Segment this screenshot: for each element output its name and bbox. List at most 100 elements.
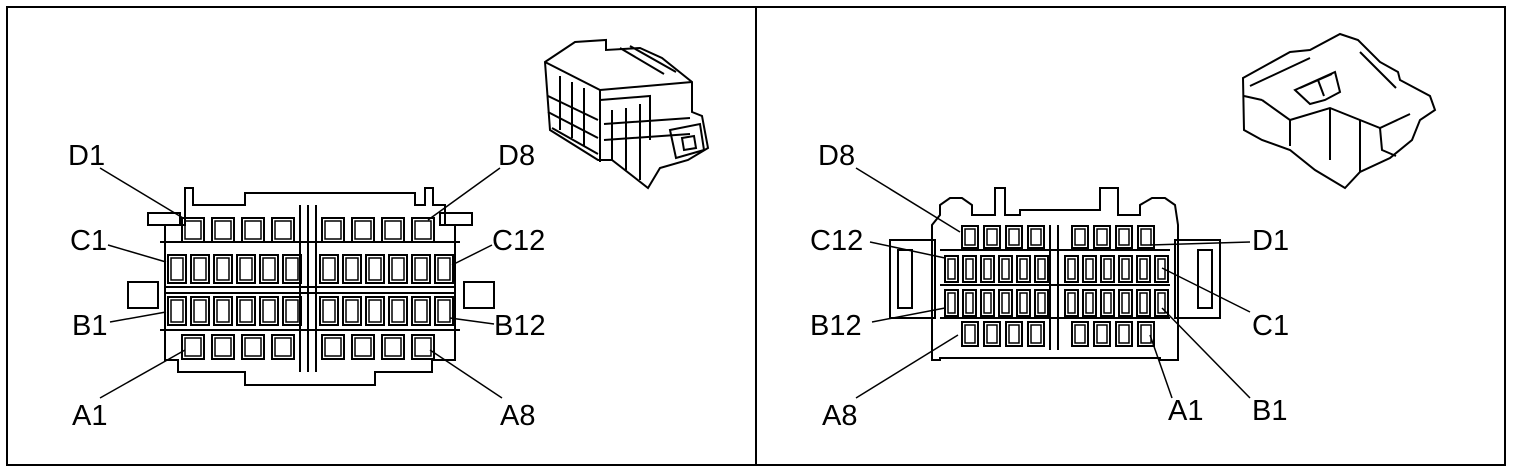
terminal-cavity-inner xyxy=(947,292,956,314)
terminal-cavity xyxy=(434,296,454,326)
terminal-cavity-inner xyxy=(437,257,451,281)
terminal-cavity xyxy=(1115,321,1133,347)
left-panel: D1 D8 C1 C12 B1 B12 A1 A8 xyxy=(68,38,710,432)
terminal-cavity xyxy=(282,296,302,326)
terminal-cavity xyxy=(411,334,435,360)
terminal-cavity xyxy=(1118,255,1133,283)
terminal-cavity xyxy=(961,321,979,347)
terminal-cavity xyxy=(342,254,362,284)
terminal-cavity-inner xyxy=(322,299,336,323)
terminal-cavity-inner xyxy=(1121,258,1130,280)
terminal-cavity-inner xyxy=(216,257,230,281)
terminal-cavity-inner xyxy=(1121,292,1130,314)
terminal-cavity-inner xyxy=(1118,324,1130,344)
terminal-cavity xyxy=(321,334,345,360)
label-c12: C12 xyxy=(492,225,545,257)
terminal-cavity xyxy=(1100,255,1115,283)
terminal-cavity xyxy=(388,254,408,284)
terminal-cavity-inner xyxy=(986,324,998,344)
left-iso-connector xyxy=(543,38,710,190)
terminal-cavity xyxy=(342,296,362,326)
terminal-cavity-inner xyxy=(1001,292,1010,314)
terminal-cavity xyxy=(1016,255,1031,283)
terminal-cavity-inner xyxy=(414,220,432,240)
label-a8-right: A8 xyxy=(822,400,857,432)
terminal-cavity xyxy=(998,255,1013,283)
terminal-cavity-inner xyxy=(1067,292,1076,314)
terminal-cavity xyxy=(1071,225,1089,249)
terminal-cavity xyxy=(1093,225,1111,249)
right-connector-body xyxy=(889,187,1221,361)
terminal-cavity-inner xyxy=(184,220,202,240)
terminal-cavity xyxy=(259,254,279,284)
terminal-cavity-inner xyxy=(1030,228,1042,246)
terminal-cavity xyxy=(319,254,339,284)
terminal-cavity xyxy=(236,254,256,284)
terminal-cavity-inner xyxy=(1096,324,1108,344)
terminal-cavity xyxy=(1064,255,1079,283)
terminal-cavity xyxy=(167,296,187,326)
terminal-cavity-inner xyxy=(170,257,184,281)
terminal-cavity-inner xyxy=(1074,228,1086,246)
terminal-cavity-inner xyxy=(239,299,253,323)
terminal-cavity-inner xyxy=(1001,258,1010,280)
terminal-cavity-inner xyxy=(285,299,299,323)
terminal-cavity xyxy=(1034,289,1049,317)
terminal-cavity xyxy=(998,289,1013,317)
terminal-cavity-inner xyxy=(1103,258,1112,280)
label-a8: A8 xyxy=(500,400,535,432)
terminal-cavity xyxy=(213,296,233,326)
terminal-cavity xyxy=(411,217,435,243)
terminal-cavity-inner xyxy=(193,299,207,323)
terminal-cavity-inner xyxy=(1067,258,1076,280)
terminal-cavity xyxy=(190,254,210,284)
terminal-cavity-inner xyxy=(324,220,342,240)
terminal-cavity xyxy=(1016,289,1031,317)
terminal-cavity-inner xyxy=(1085,258,1094,280)
terminal-cavity-inner xyxy=(983,292,992,314)
terminal-cavity-inner xyxy=(1037,258,1046,280)
label-d1-right: D1 xyxy=(1252,225,1289,257)
terminal-cavity-inner xyxy=(285,257,299,281)
terminal-cavity xyxy=(1064,289,1079,317)
terminal-cavity xyxy=(381,217,405,243)
terminal-cavity xyxy=(282,254,302,284)
terminal-cavity xyxy=(961,225,979,249)
right-panel: D8 D1 C12 C1 B12 B1 A8 A1 xyxy=(810,32,1437,432)
terminal-cavity-inner xyxy=(1139,292,1148,314)
terminal-cavity-inner xyxy=(244,220,262,240)
label-c12-right: C12 xyxy=(810,225,863,257)
terminal-cavity xyxy=(181,334,205,360)
terminal-cavity-inner xyxy=(345,257,359,281)
terminal-cavity-inner xyxy=(414,257,428,281)
terminal-cavity-inner xyxy=(324,337,342,357)
terminal-cavity-inner xyxy=(262,299,276,323)
terminal-cavity xyxy=(321,217,345,243)
terminal-cavity-inner xyxy=(193,257,207,281)
label-c1: C1 xyxy=(70,225,107,257)
terminal-cavity-inner xyxy=(964,324,976,344)
terminal-cavity-inner xyxy=(1008,228,1020,246)
terminal-cavity xyxy=(980,255,995,283)
terminal-cavity-inner xyxy=(1103,292,1112,314)
terminal-cavity xyxy=(211,217,235,243)
terminal-cavity xyxy=(1082,289,1097,317)
label-a1: A1 xyxy=(72,400,107,432)
terminal-cavity xyxy=(1154,255,1169,283)
right-cavity-grid xyxy=(944,225,1169,347)
terminal-cavity-inner xyxy=(368,299,382,323)
label-c1-right: C1 xyxy=(1252,310,1289,342)
right-pin-labels: D8 D1 C12 C1 B12 B1 A8 A1 xyxy=(810,140,1289,432)
terminal-cavity xyxy=(241,334,265,360)
terminal-cavity xyxy=(351,217,375,243)
terminal-cavity-inner xyxy=(384,337,402,357)
terminal-cavity xyxy=(365,296,385,326)
terminal-cavity xyxy=(1137,321,1155,347)
terminal-cavity xyxy=(1137,225,1155,249)
terminal-cavity-inner xyxy=(214,337,232,357)
terminal-cavity xyxy=(962,255,977,283)
terminal-cavity xyxy=(1082,255,1097,283)
terminal-cavity-inner xyxy=(1037,292,1046,314)
terminal-cavity xyxy=(167,254,187,284)
terminal-cavity-inner xyxy=(184,337,202,357)
